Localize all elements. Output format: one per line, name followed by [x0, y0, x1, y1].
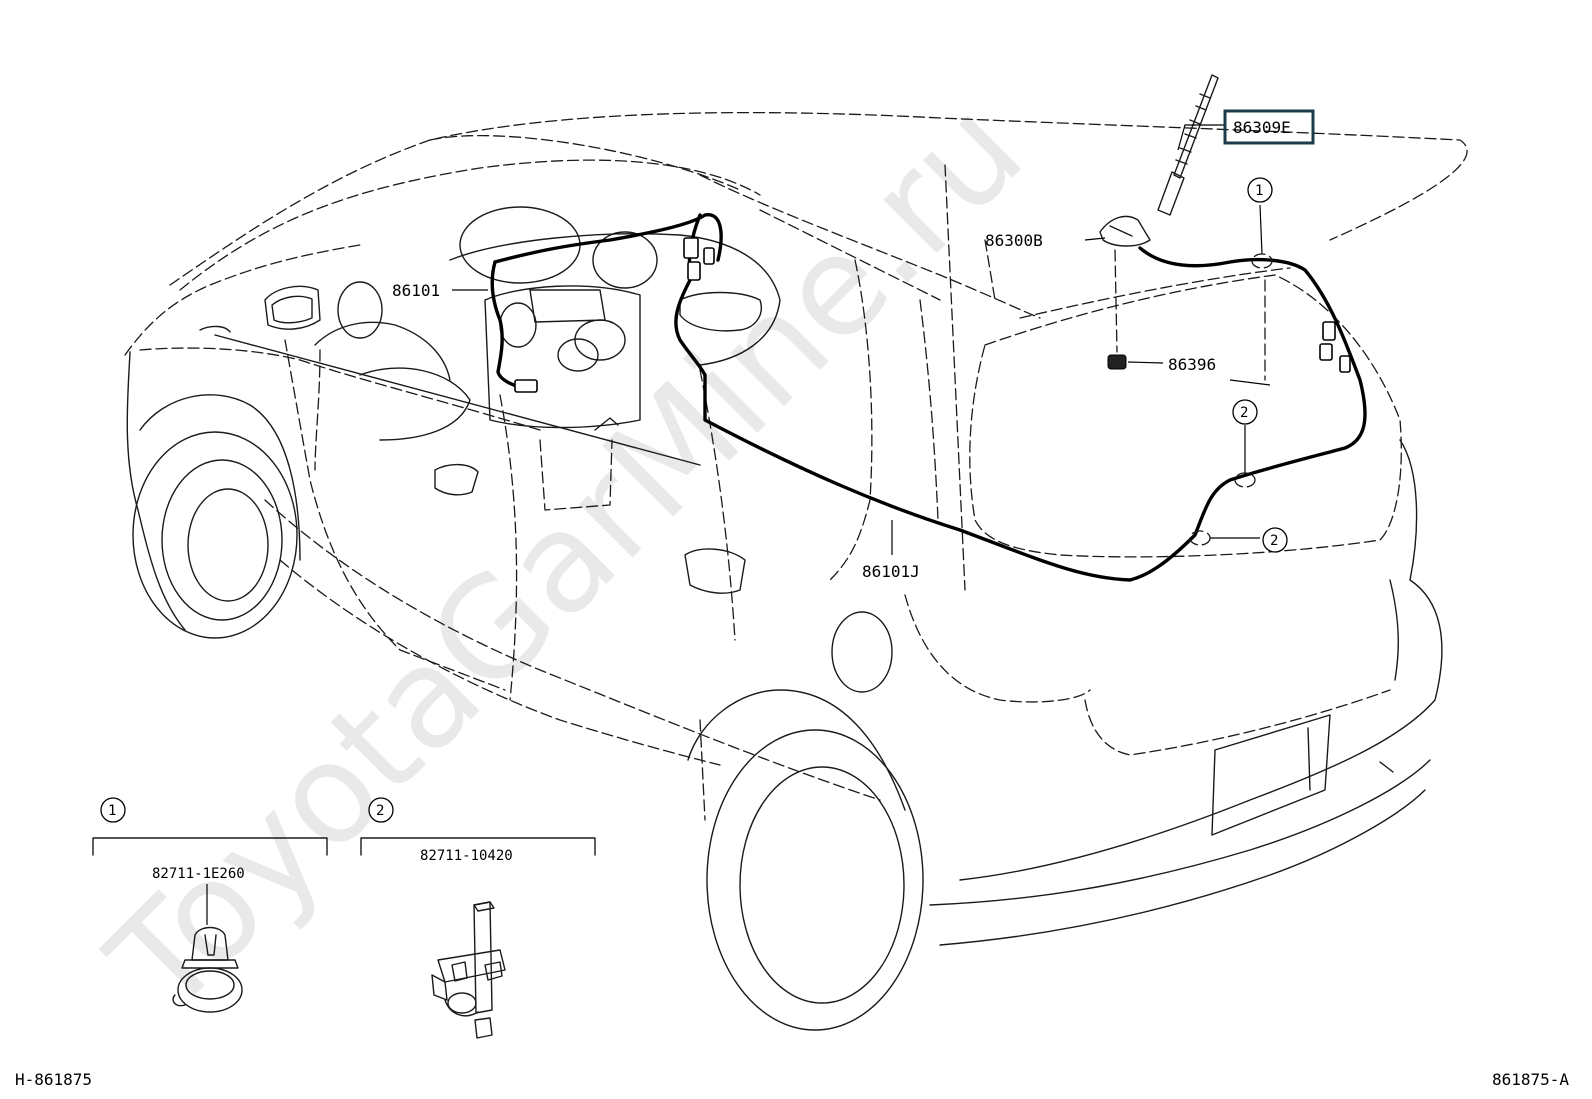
- part-label-86396[interactable]: 86396: [1168, 355, 1216, 374]
- detail-2-part-number[interactable]: 82711-10420: [420, 848, 513, 864]
- part-label-86300B[interactable]: 86300B: [985, 231, 1043, 250]
- callout-1-top: 1: [1247, 177, 1273, 203]
- detail-2-marker: 2: [376, 803, 384, 819]
- detail-1-clamp: 1 82711-1E260: [92, 797, 328, 1013]
- car-body-outline: [124, 111, 1468, 1031]
- diagram-code-left: H-861875: [15, 1070, 92, 1089]
- highlighted-part-box: [1223, 109, 1315, 145]
- callout-2-mid: 2: [1232, 399, 1258, 425]
- watermark: ToyotaGarMine.ru: [79, 70, 1053, 1044]
- svg-text:2: 2: [1270, 533, 1278, 549]
- part-label-86101J[interactable]: 86101J: [862, 562, 920, 581]
- detail-1-marker: 1: [108, 803, 116, 819]
- leader-lines: [452, 124, 1271, 555]
- antenna-assembly: [1099, 74, 1219, 370]
- part-label-86309E[interactable]: 86309E: [1233, 118, 1291, 137]
- diagram-code-right: 861875-A: [1492, 1070, 1569, 1089]
- svg-text:1: 1: [1255, 183, 1263, 199]
- svg-text:2: 2: [1240, 405, 1248, 421]
- detail-2-clamp: 2 82711-10420: [360, 797, 596, 1039]
- part-label-86101[interactable]: 86101: [392, 281, 440, 300]
- callout-2-low: 2: [1262, 527, 1288, 553]
- antenna-cable-front: [490, 213, 723, 431]
- detail-1-part-number[interactable]: 82711-1E260: [152, 866, 245, 882]
